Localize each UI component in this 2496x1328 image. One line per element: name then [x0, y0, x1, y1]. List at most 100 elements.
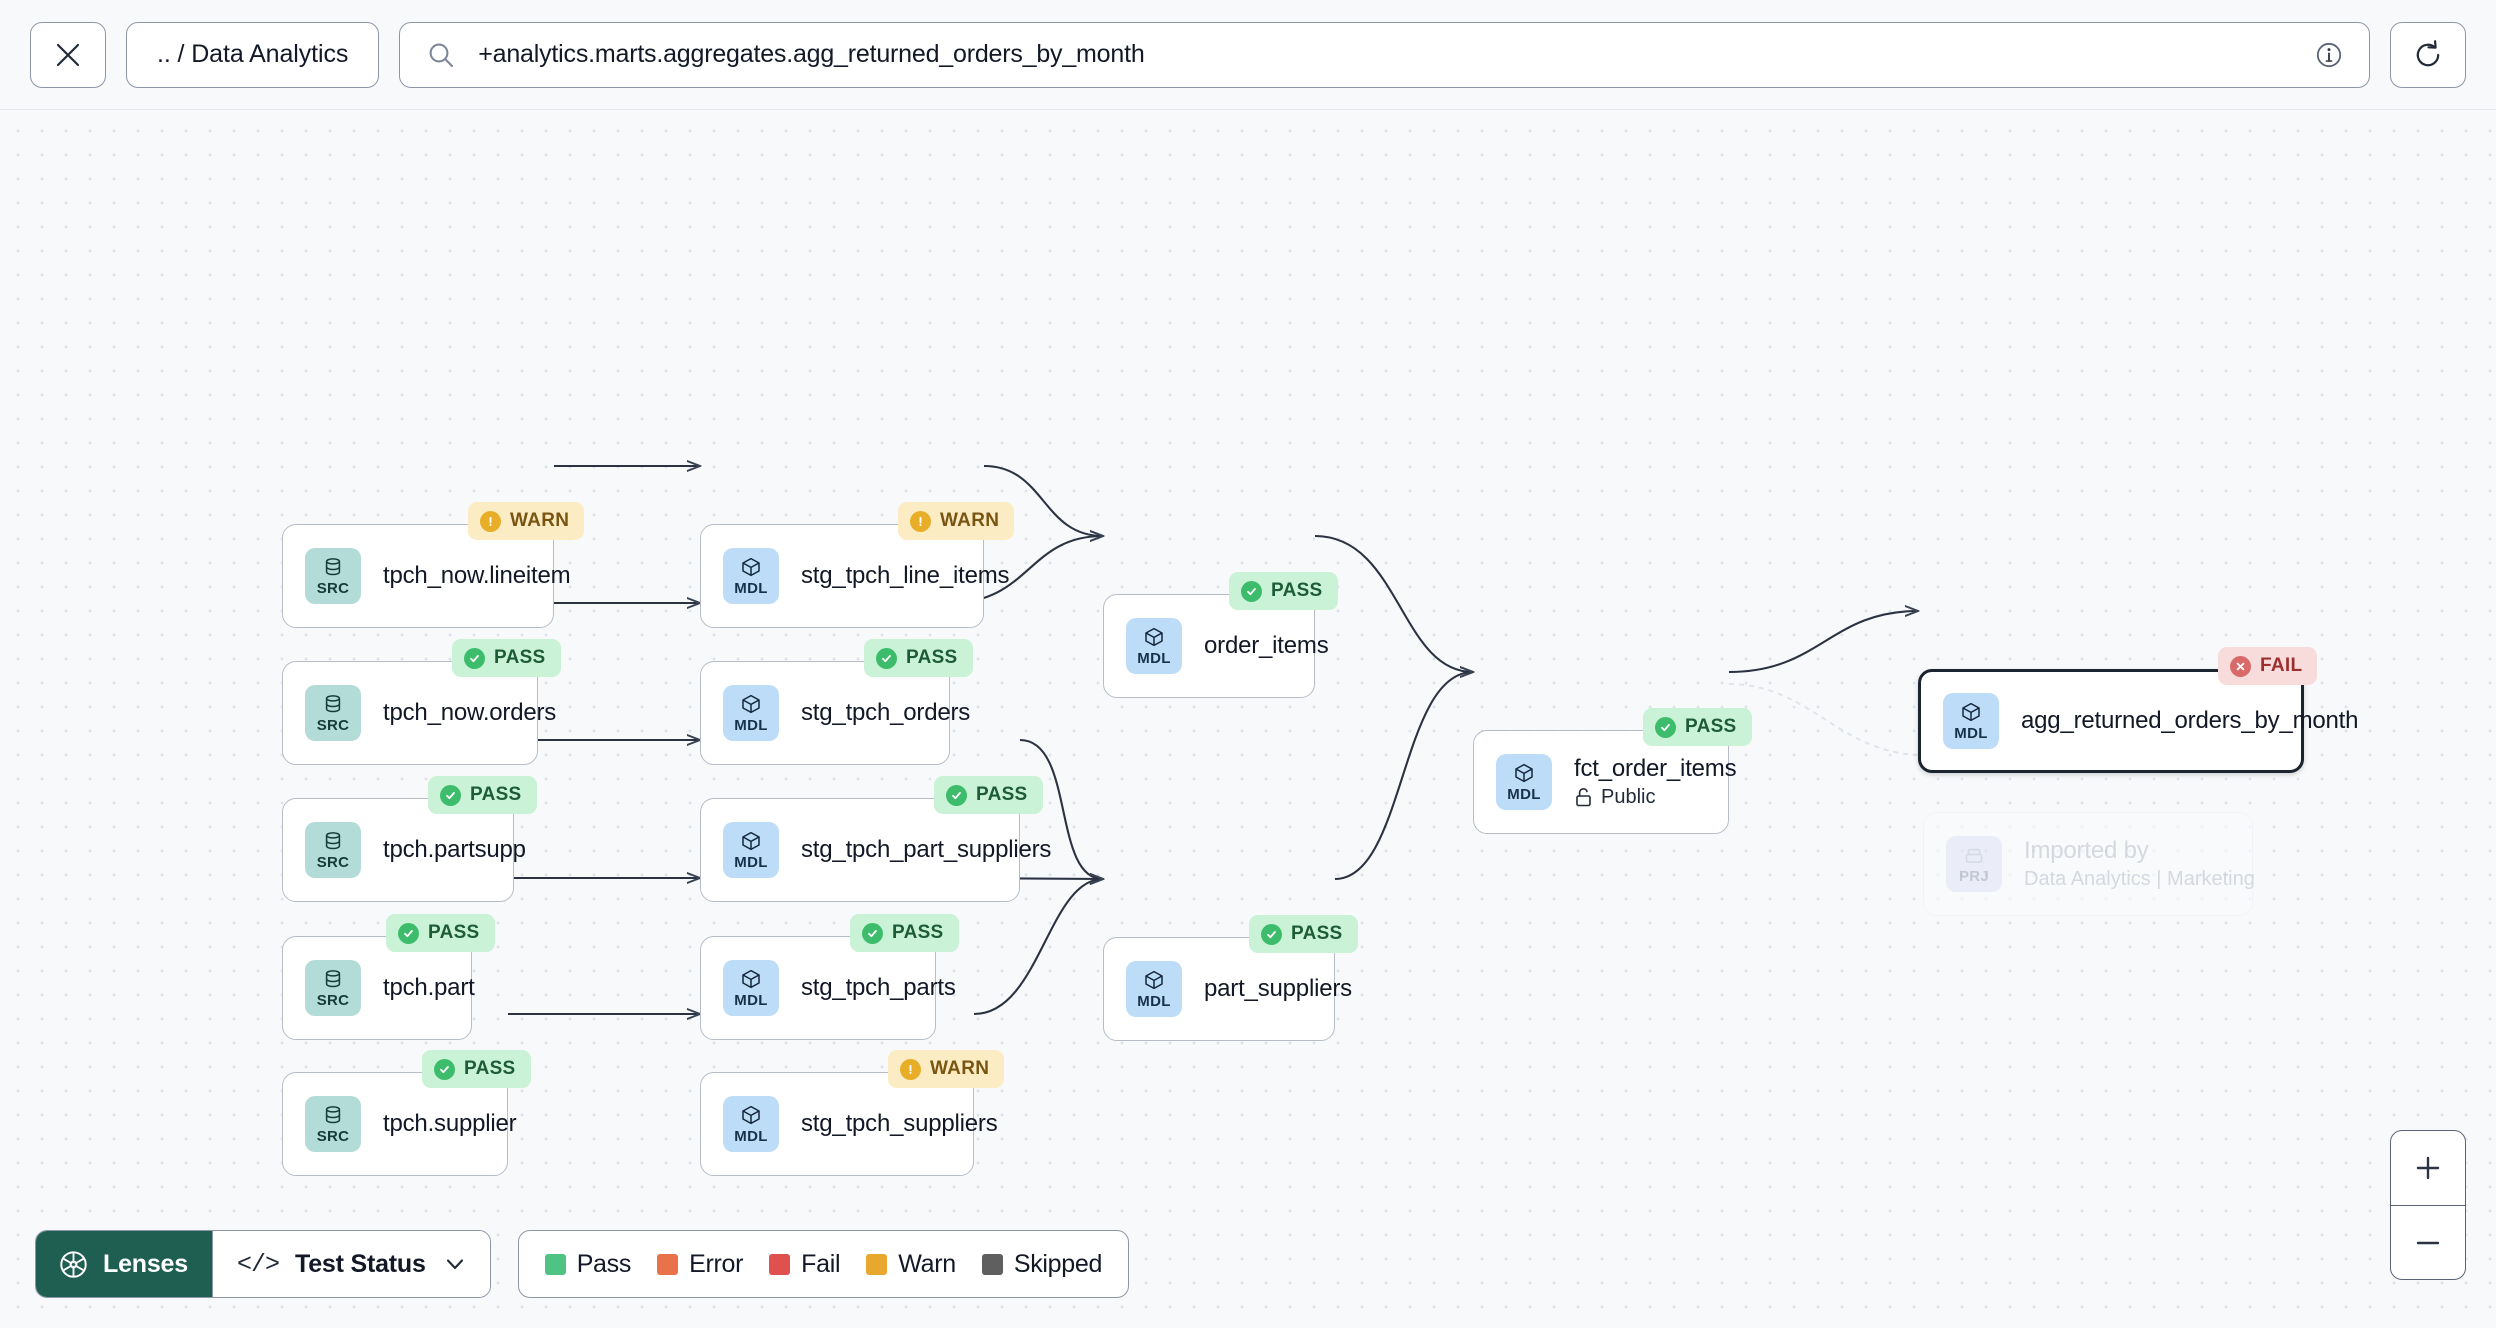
node-kind-abbr: MDL: [734, 854, 768, 871]
status-dot: [900, 1058, 921, 1080]
node-sublabel: Public: [1574, 785, 1736, 808]
legend-item-error[interactable]: Error: [657, 1250, 743, 1279]
cube-icon: [742, 831, 760, 851]
status-badge-label: PASS: [976, 784, 1028, 805]
exclamation-icon: [909, 1064, 912, 1074]
node-kind-badge-mdl: MDL: [1126, 961, 1182, 1017]
status-dot: [2230, 655, 2251, 677]
graph-node-part_suppliers[interactable]: MDL part_suppliers: [1103, 937, 1352, 1041]
legend-swatch-skipped: [981, 1253, 1003, 1275]
check-icon: [470, 654, 479, 662]
lenses-label: Lenses: [103, 1249, 188, 1278]
bottom-toolbar: Lenses </> Test Status Pass Error Fail Warn…: [35, 1230, 1130, 1298]
cube-icon: [1962, 702, 1980, 722]
node-label: stg_tpch_suppliers: [801, 1110, 998, 1138]
node-kind-badge-mdl: MDL: [1496, 754, 1552, 810]
node-kind-badge-mdl: MDL: [723, 960, 779, 1016]
legend-label: Skipped: [1013, 1249, 1103, 1278]
node-kind-abbr: MDL: [734, 580, 768, 597]
node-label: Imported by: [2024, 837, 2149, 865]
graph-node-stg_suppliers[interactable]: MDL stg_tpch_suppliers: [700, 1072, 998, 1176]
close-icon: [56, 43, 80, 66]
zoom-in-button[interactable]: [2391, 1131, 2465, 1205]
node-kind-abbr: MDL: [1137, 650, 1171, 667]
lenses-button[interactable]: Lenses: [36, 1231, 212, 1297]
breadcrumb-button[interactable]: .. / Data Analytics: [126, 21, 380, 88]
status-dot: [946, 784, 967, 806]
status-dot: [440, 784, 461, 806]
node-kind-abbr: MDL: [734, 992, 768, 1009]
database-icon: [325, 558, 341, 576]
status-badge-label: PASS: [428, 922, 480, 943]
node-label: tpch.partsupp: [383, 836, 526, 864]
search-input[interactable]: +analytics.marts.aggregates.agg_returned…: [478, 40, 1145, 68]
node-label: part_suppliers: [1204, 975, 1352, 1003]
graph-node-stg_parts[interactable]: MDL stg_tpch_parts: [700, 936, 956, 1040]
node-text-group: stg_tpch_line_items: [801, 563, 1029, 588]
node-kind-abbr: MDL: [1507, 786, 1541, 803]
node-kind-abbr: MDL: [734, 1128, 768, 1145]
status-legend: Pass Error Fail Warn Skipped: [517, 1230, 1130, 1298]
node-kind-badge-src: SRC: [305, 1096, 361, 1152]
graph-node-stg_line_items[interactable]: MDL stg_tpch_line_items: [700, 524, 1010, 628]
cube-icon: [742, 694, 760, 714]
node-text-group: stg_tpch_parts: [801, 975, 976, 1000]
node-text-group: tpch.partsupp: [383, 837, 546, 862]
check-icon: [952, 791, 961, 799]
legend-item-fail[interactable]: Fail: [769, 1250, 841, 1279]
node-sublabel-text: Public: [1601, 785, 1656, 808]
close-button[interactable]: [30, 21, 106, 88]
status-badge-pass: PASS: [1249, 915, 1358, 953]
info-icon[interactable]: [2313, 39, 2345, 71]
node-kind-badge-mdl: MDL: [723, 548, 779, 604]
status-dot: [434, 1058, 455, 1080]
status-dot: [480, 510, 501, 532]
test-status-dropdown[interactable]: </> Test Status: [211, 1231, 490, 1297]
legend-item-pass[interactable]: Pass: [544, 1249, 632, 1279]
unlock-icon: [1576, 787, 1591, 806]
node-kind-badge-mdl: MDL: [1126, 618, 1182, 674]
node-kind-badge-mdl: MDL: [723, 822, 779, 878]
node-text-group: part_suppliers: [1204, 976, 1372, 1001]
node-label: tpch.part: [383, 974, 475, 1002]
check-icon: [1267, 930, 1276, 938]
status-badge-pass: PASS: [452, 639, 561, 677]
status-dot: [398, 922, 419, 944]
legend-item-warn[interactable]: Warn: [866, 1250, 956, 1279]
node-text-group: tpch.part: [383, 975, 495, 1000]
node-kind-abbr: MDL: [1137, 993, 1171, 1010]
cube-icon: [1145, 627, 1163, 647]
refresh-button[interactable]: [2390, 21, 2466, 88]
status-badge-label: WARN: [510, 510, 570, 531]
node-label: stg_tpch_parts: [801, 974, 956, 1002]
status-badge-pass: PASS: [428, 776, 537, 814]
status-badge-pass: PASS: [1229, 572, 1338, 610]
graph-node-order_items[interactable]: MDL order_items: [1103, 594, 1329, 698]
cross-icon: [2236, 662, 2245, 670]
graph-node-src_partsupp[interactable]: SRC tpch.partsupp: [282, 798, 526, 902]
status-dot: [862, 922, 883, 944]
node-kind-abbr: SRC: [316, 854, 350, 871]
node-label: stg_tpch_line_items: [801, 562, 1010, 590]
cube-icon: [1145, 970, 1163, 990]
search-bar[interactable]: +analytics.marts.aggregates.agg_returned…: [399, 21, 2370, 88]
status-badge-pass: PASS: [1643, 708, 1752, 746]
legend-item-skipped[interactable]: Skipped: [981, 1249, 1103, 1279]
zoom-out-button[interactable]: [2391, 1205, 2465, 1279]
node-kind-abbr: MDL: [1954, 725, 1988, 742]
legend-label: Pass: [576, 1249, 632, 1278]
node-label: order_items: [1204, 632, 1329, 660]
legend-label: Warn: [898, 1249, 956, 1278]
